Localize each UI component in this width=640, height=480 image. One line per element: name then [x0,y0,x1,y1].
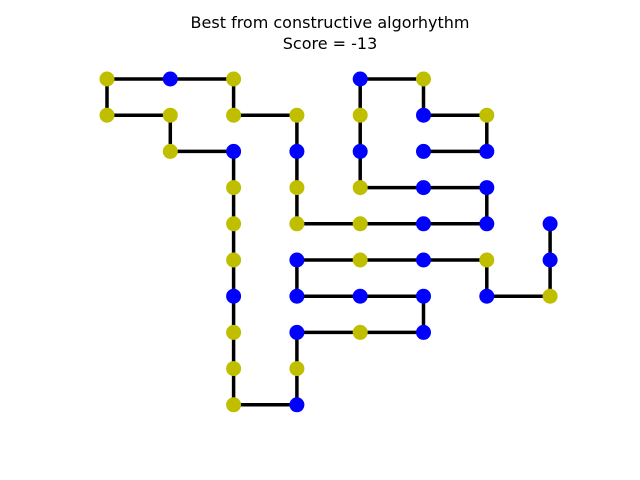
node-yellow-34 [289,361,305,377]
node-blue-45 [479,288,495,304]
node-blue-39 [352,288,368,304]
node-blue-33 [289,397,305,413]
node-blue-16 [352,71,368,87]
node-yellow-2 [226,71,242,87]
node-blue-38 [416,288,431,304]
node-blue-9 [416,216,431,232]
node-yellow-24 [162,143,178,159]
node-blue-43 [416,252,431,268]
node-blue-37 [416,324,431,340]
node-yellow-32 [226,397,242,413]
chart-title-block: Best from constructive algorhythm Score … [0,12,640,54]
node-blue-25 [226,143,242,159]
node-yellow-42 [352,252,368,268]
node-blue-5 [289,143,305,159]
node-blue-18 [416,107,431,123]
node-blue-35 [289,324,305,340]
node-layer [99,71,558,413]
chart-title: Best from constructive algorhythm [190,13,470,32]
node-blue-20 [479,143,495,159]
node-blue-10 [479,216,495,232]
node-blue-47 [542,252,558,268]
node-blue-40 [289,288,305,304]
node-yellow-30 [226,324,242,340]
node-yellow-17 [416,71,431,87]
node-yellow-0 [99,71,115,87]
node-blue-29 [226,288,242,304]
node-blue-21 [416,143,431,159]
node-yellow-7 [289,216,305,232]
node-yellow-4 [289,107,305,123]
chart-subtitle: Score = -13 [282,34,378,53]
node-yellow-31 [226,361,242,377]
node-yellow-28 [226,252,242,268]
bond-layer [105,77,552,407]
node-yellow-19 [479,107,495,123]
node-blue-1 [162,71,178,87]
node-yellow-44 [479,252,495,268]
node-blue-12 [416,180,431,196]
node-yellow-23 [162,107,178,123]
node-yellow-13 [352,180,368,196]
node-blue-11 [479,180,495,196]
node-blue-14 [352,143,368,159]
node-blue-48 [542,216,558,232]
node-blue-41 [289,252,305,268]
node-yellow-22 [99,107,115,123]
node-yellow-46 [542,288,558,304]
node-yellow-15 [352,107,368,123]
node-yellow-6 [289,180,305,196]
node-yellow-27 [226,216,242,232]
node-yellow-8 [352,216,368,232]
node-yellow-26 [226,180,242,196]
node-yellow-3 [226,107,242,123]
node-yellow-36 [352,324,368,340]
